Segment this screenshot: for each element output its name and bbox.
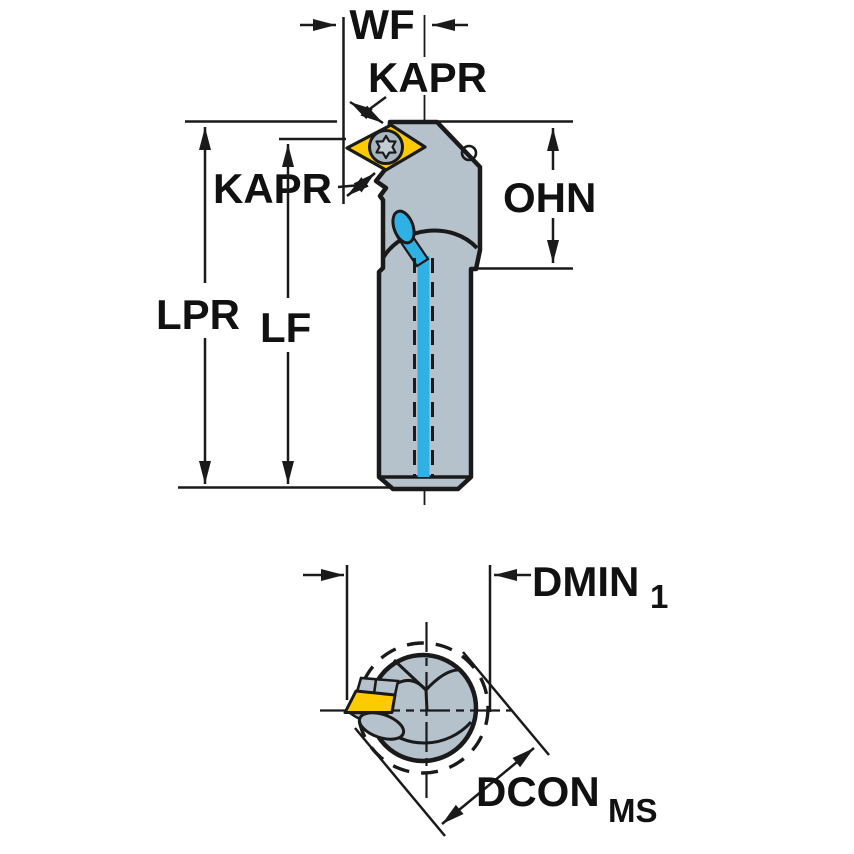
wf-label: WF <box>349 1 414 48</box>
neck-arc <box>381 228 479 260</box>
lf-label: LF <box>260 304 311 351</box>
dimension-lpr-lf: LPR LF <box>156 120 391 489</box>
dcon-tangent-line-lower <box>354 727 446 837</box>
side-view: WF KAPR KAPR OHN <box>156 1 596 505</box>
dcon-label: DCON <box>476 768 600 815</box>
cutting-insert-end <box>343 689 397 714</box>
dimension-dmin1: DMIN 1 <box>303 558 668 712</box>
coolant-outlet-ellipse <box>357 711 406 741</box>
kapr-top-arrow-b <box>360 105 384 125</box>
dimension-dcon: DCON MS <box>354 651 658 837</box>
dcon-arrow-upper <box>487 747 535 787</box>
dcon-subscript: MS <box>608 792 658 829</box>
coolant-channel-vertical <box>417 256 430 477</box>
dmin-subscript: 1 <box>650 578 668 615</box>
contour-curve-upper-right <box>424 668 462 692</box>
dimension-ohn: OHN <box>437 120 596 270</box>
clamp-hole <box>460 144 478 162</box>
torx-screw-icon <box>375 134 397 160</box>
dimension-wf: WF <box>300 1 468 204</box>
dimension-kapr-top: KAPR <box>349 54 487 125</box>
dcon-arrow-lower <box>441 785 489 825</box>
ohn-label: OHN <box>503 174 596 221</box>
contour-line-center <box>424 689 429 712</box>
dmin-label: DMIN <box>532 558 639 605</box>
kapr-top-label: KAPR <box>368 54 487 101</box>
dimension-kapr-side: KAPR <box>213 165 376 212</box>
end-view: DMIN 1 DCON MS <box>303 558 668 837</box>
kapr-side-label: KAPR <box>213 165 332 212</box>
lpr-label: LPR <box>156 291 240 338</box>
dcon-tangent-line-upper <box>462 651 550 756</box>
kapr-top-arrow-a <box>349 100 373 120</box>
cutting-insert-side <box>345 123 427 172</box>
coolant-duct <box>391 209 434 477</box>
kapr-side-arrow-b <box>353 172 376 193</box>
coolant-inlet-hole <box>391 209 416 245</box>
